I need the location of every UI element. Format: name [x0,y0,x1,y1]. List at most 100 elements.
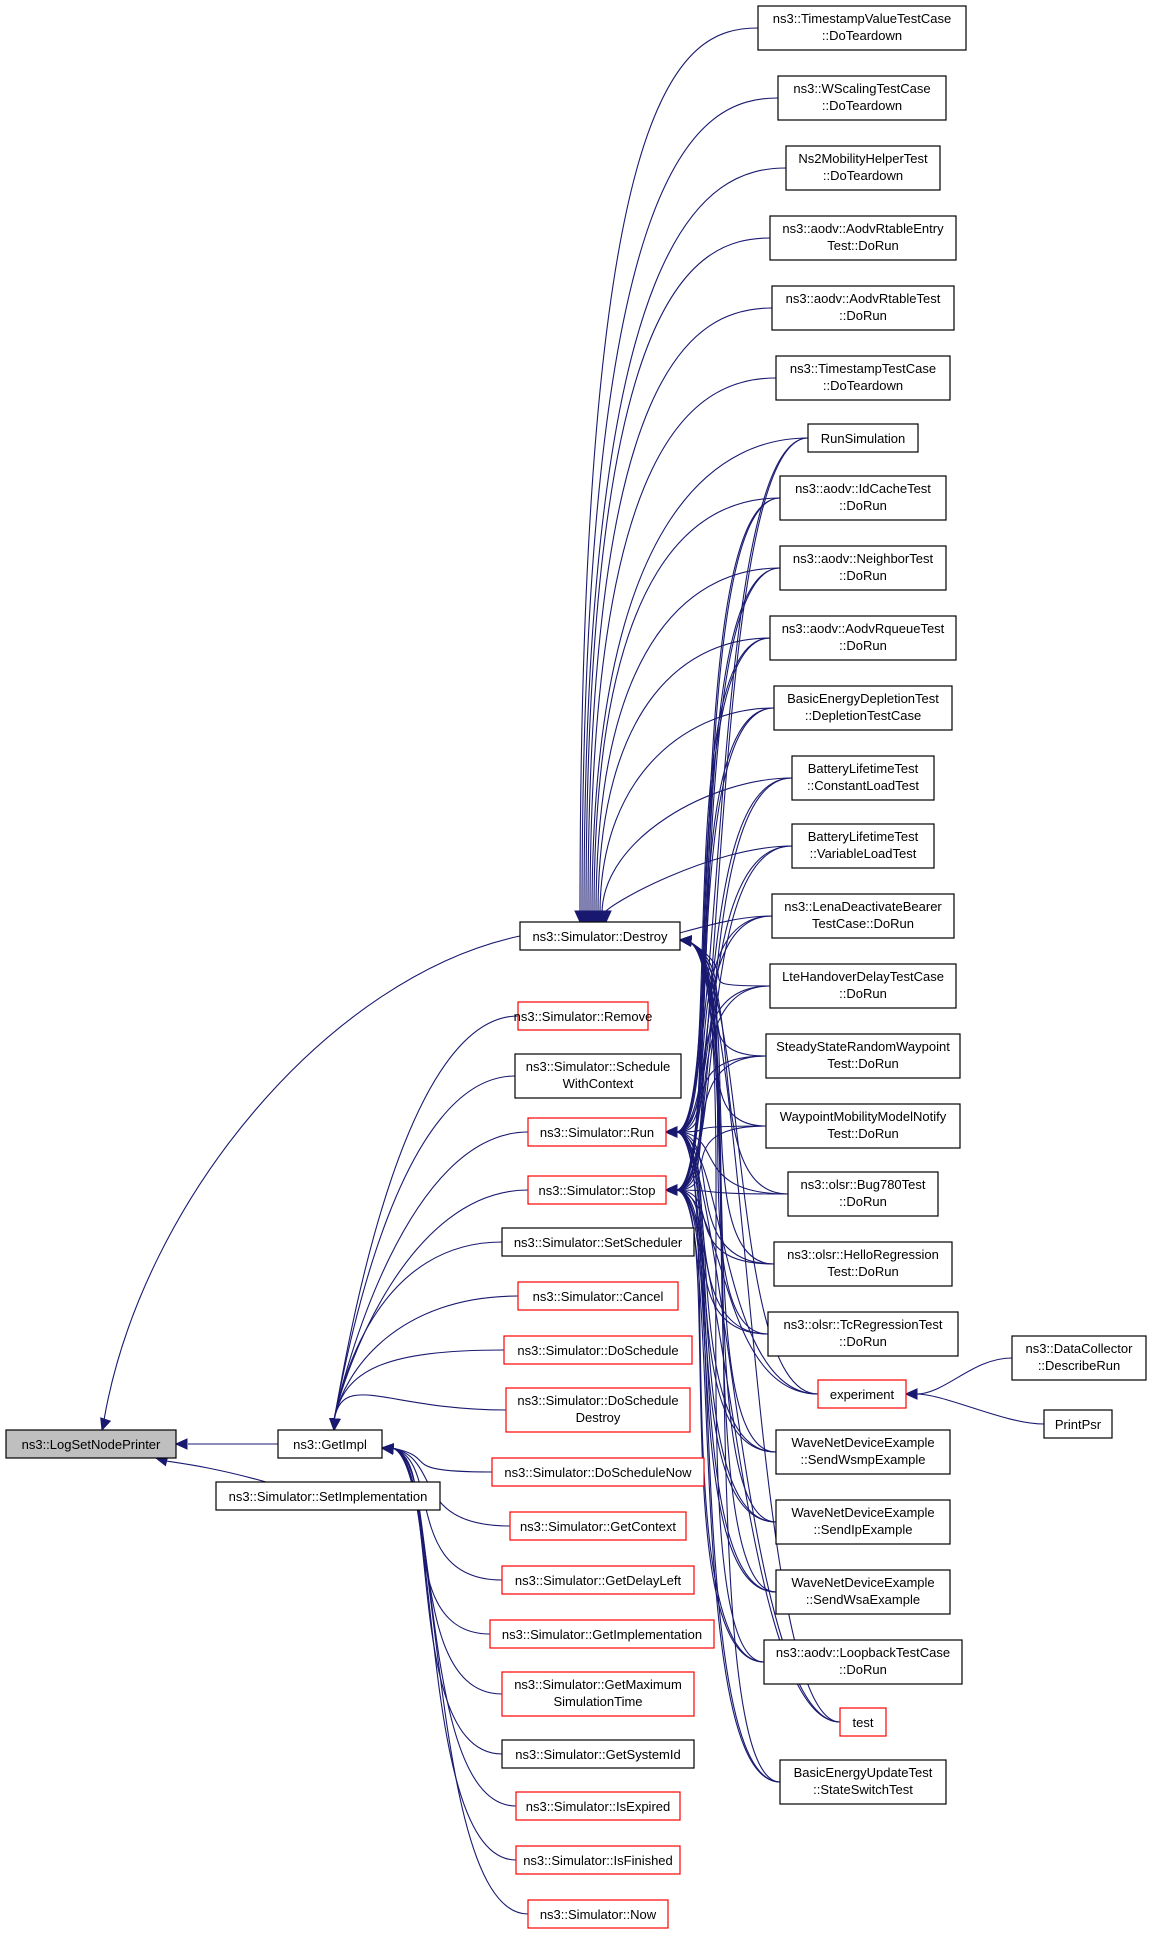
node-box [785,145,941,191]
node-box [775,1569,951,1615]
node-bug780[interactable]: ns3::olsr::Bug780Test::DoRun [787,1171,939,1217]
node-root[interactable]: ns3::LogSetNodePrinter [5,1429,177,1459]
node-label: Test::DoRun [827,1056,899,1071]
node-box [763,1639,963,1685]
node-label: BasicEnergyDepletionTest [787,691,939,706]
arrowhead-destroy-to-root [100,1417,112,1432]
node-basicdepl[interactable]: BasicEnergyDepletionTest::DepletionTestC… [773,685,953,731]
node-ltehandover[interactable]: LteHandoverDelayTestCase::DoRun [769,963,957,1009]
node-label: ::DoRun [839,568,887,583]
edge-setimplementation-to-root [165,1460,267,1483]
node-getimplementation[interactable]: ns3::Simulator::GetImplementation [489,1619,715,1649]
node-box [771,893,955,939]
edge-steadystate-to-stop [675,1055,767,1191]
node-label: ns3::LenaDeactivateBearer [784,899,942,914]
node-label: ns3::Simulator::Cancel [533,1289,664,1304]
node-cancel[interactable]: ns3::Simulator::Cancel [517,1281,679,1311]
node-rqueue[interactable]: ns3::aodv::AodvRqueueTest::DoRun [769,615,957,661]
node-neighbor[interactable]: ns3::aodv::NeighborTest::DoRun [779,545,947,591]
node-label: SteadyStateRandomWaypoint [776,1039,950,1054]
node-battconst[interactable]: BatteryLifetimeTest::ConstantLoadTest [791,755,935,801]
node-test[interactable]: test [839,1707,887,1737]
edge-datacollector-to-experiment [915,1357,1013,1395]
edge-printpsr-to-experiment [915,1393,1045,1425]
node-idcache[interactable]: ns3::aodv::IdCacheTest::DoRun [779,475,947,521]
node-label: ns3::Simulator::SetScheduler [514,1235,683,1250]
node-box [505,1387,691,1433]
node-label: ::StateSwitchTest [813,1782,913,1797]
arrowhead-printpsr-to-experiment [904,1388,918,1400]
node-setscheduler[interactable]: ns3::Simulator::SetScheduler [501,1227,695,1257]
node-label: ::SendWsmpExample [801,1452,926,1467]
node-runsim[interactable]: RunSimulation [807,423,919,453]
node-destroy[interactable]: ns3::Simulator::Destroy [519,921,681,951]
edge-basicdepl-to-stop [675,707,775,1191]
edge-tsvalue-to-destroy [579,27,759,915]
edge-hellorgr-to-run [675,1131,775,1265]
node-experiment[interactable]: experiment [817,1379,907,1409]
node-label: BatteryLifetimeTest [808,829,919,844]
node-box [791,755,935,801]
node-box [765,1103,961,1149]
arrowhead-now-to-getimpl [380,1443,394,1455]
edge-sendip-to-stop [675,1189,777,1523]
node-printpsr[interactable]: PrintPsr [1043,1409,1113,1439]
node-wsmp[interactable]: WaveNetDeviceExample::SendWsmpExample [775,1429,951,1475]
node-ns2mob[interactable]: Ns2MobilityHelperTest::DoTeardown [785,145,941,191]
node-label: ::DoRun [839,1194,887,1209]
node-getimpl[interactable]: ns3::GetImpl [277,1429,383,1459]
node-battvar[interactable]: BatteryLifetimeTest::VariableLoadTest [791,823,935,869]
node-box [765,1033,961,1079]
node-isexpired[interactable]: ns3::Simulator::IsExpired [515,1791,681,1821]
node-tsvalue[interactable]: ns3::TimestampValueTestCase::DoTeardown [757,5,967,51]
node-getsystemid[interactable]: ns3::Simulator::GetSystemId [501,1739,695,1769]
node-label: Ns2MobilityHelperTest [798,151,928,166]
node-getcontext[interactable]: ns3::Simulator::GetContext [509,1511,687,1541]
node-tcrgr[interactable]: ns3::olsr::TcRegressionTest::DoRun [767,1311,959,1357]
node-box [769,215,957,261]
node-box [527,1899,669,1929]
node-getdelayleft[interactable]: ns3::Simulator::GetDelayLeft [501,1565,695,1595]
node-label: ::DoRun [839,308,887,323]
arrowhead-lenadeact-to-destroy [600,910,612,924]
node-label: ns3::WScalingTestCase [793,81,930,96]
node-wscaling[interactable]: ns3::WScalingTestCase::DoTeardown [777,75,947,121]
edge-ltehandover-to-run [675,985,771,1133]
node-label: ::DoRun [839,986,887,1001]
node-aodvrtable[interactable]: ns3::aodv::AodvRtableTest::DoRun [771,285,955,331]
node-box [489,1619,715,1649]
node-loopback[interactable]: ns3::aodv::LoopbackTestCase::DoRun [763,1639,963,1685]
node-setimplementation[interactable]: ns3::Simulator::SetImplementation [215,1481,441,1511]
node-wsa[interactable]: WaveNetDeviceExample::SendWsaExample [775,1569,951,1615]
node-box [1011,1335,1147,1381]
node-stop[interactable]: ns3::Simulator::Stop [527,1175,667,1205]
node-isfinished[interactable]: ns3::Simulator::IsFinished [515,1845,681,1875]
node-label: Destroy [576,1410,621,1425]
edge-experiment-to-stop [675,1189,819,1395]
node-label: ns3::TimestampValueTestCase [773,11,951,26]
node-run[interactable]: ns3::Simulator::Run [527,1117,667,1147]
node-datacollector[interactable]: ns3::DataCollector::DescribeRun [1011,1335,1147,1381]
arrowhead-getimpl-to-root [174,1438,188,1450]
node-label: ns3::Simulator::DoScheduleNow [504,1465,692,1480]
arrowhead-basicupd-to-stop [664,1184,678,1196]
node-label: ns3::DataCollector [1026,1341,1134,1356]
node-tstest[interactable]: ns3::TimestampTestCase::DoTeardown [775,355,951,401]
node-basicupd[interactable]: BasicEnergyUpdateTest::StateSwitchTest [779,1759,947,1805]
node-sendip[interactable]: WaveNetDeviceExample::SendIpExample [775,1499,951,1545]
node-now[interactable]: ns3::Simulator::Now [527,1899,669,1929]
node-label: ::DoRun [839,498,887,513]
node-doschedulenow[interactable]: ns3::Simulator::DoScheduleNow [491,1457,705,1487]
edge-lenadeact-to-stop [675,915,773,1191]
node-doschedule[interactable]: ns3::Simulator::DoSchedule [503,1335,693,1365]
node-label: BatteryLifetimeTest [808,761,919,776]
node-remove[interactable]: ns3::Simulator::Remove [514,1001,653,1031]
